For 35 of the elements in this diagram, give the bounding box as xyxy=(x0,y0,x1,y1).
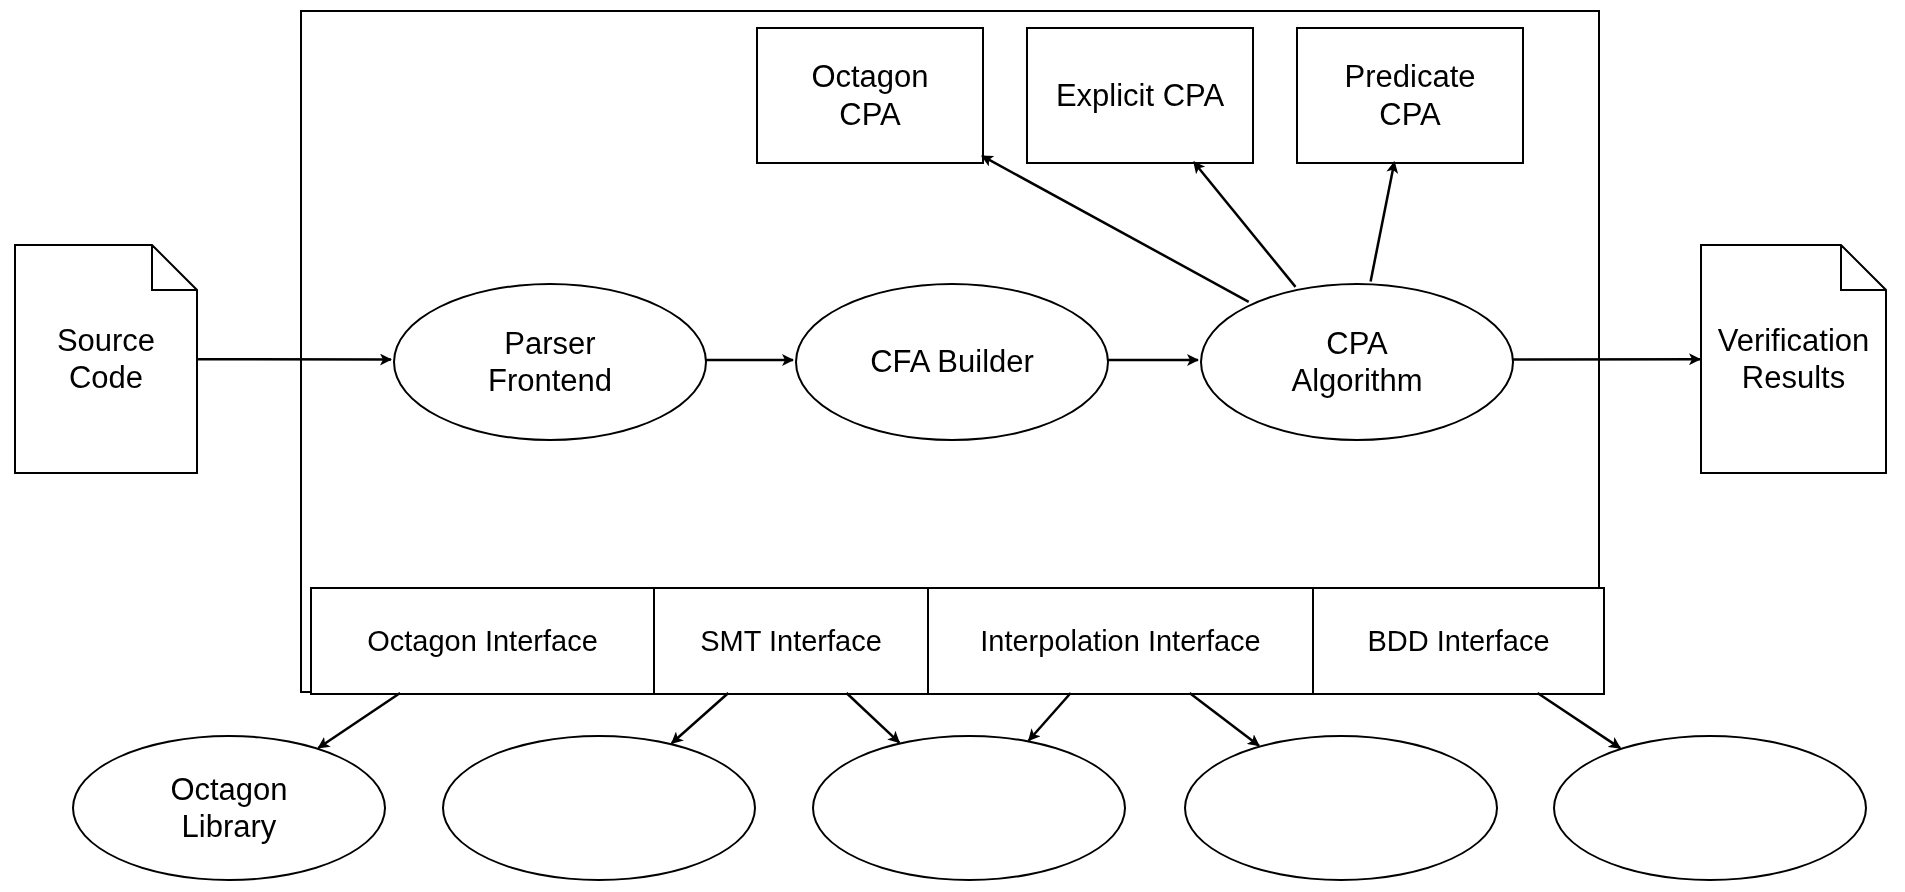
arrow xyxy=(1107,354,1199,366)
arrow xyxy=(1512,353,1701,366)
node-label: Octagon Interface xyxy=(367,623,598,659)
node-label: Verification Results xyxy=(1716,321,1871,397)
node-label: Predicate CPA xyxy=(1343,58,1477,133)
node-label: Interpolation Interface xyxy=(980,623,1261,659)
arrow xyxy=(317,691,401,750)
node-label: Explicit CPA xyxy=(1055,76,1225,115)
node-label: Source Code xyxy=(55,321,157,397)
arrow xyxy=(1369,161,1399,282)
component-box xyxy=(1296,27,1524,164)
node-label: Parser Frontend xyxy=(486,324,614,400)
component-box xyxy=(756,27,984,164)
arrow xyxy=(845,692,901,744)
interface-box xyxy=(310,587,655,695)
arrow xyxy=(705,354,794,366)
component-box xyxy=(1026,27,1254,164)
arrow xyxy=(1536,691,1622,750)
node-label: CFA Builder xyxy=(870,343,1034,381)
interface-box xyxy=(1312,587,1605,695)
node-label: Octagon Library xyxy=(169,770,289,846)
document-shape xyxy=(1700,244,1887,474)
node-label: CPA Algorithm xyxy=(1290,324,1424,400)
interface-box xyxy=(653,587,929,695)
arrow xyxy=(1188,692,1260,747)
node-label: Octagon CPA xyxy=(810,58,930,133)
node-label: SMT Interface xyxy=(700,623,882,659)
arrow xyxy=(198,353,392,366)
arrow xyxy=(670,692,730,745)
arrow xyxy=(981,154,1250,303)
arrow xyxy=(1027,692,1072,742)
interface-box xyxy=(927,587,1314,695)
document-shape xyxy=(14,244,198,474)
node-label: BDD Interface xyxy=(1367,623,1550,659)
arrow xyxy=(1192,161,1297,288)
